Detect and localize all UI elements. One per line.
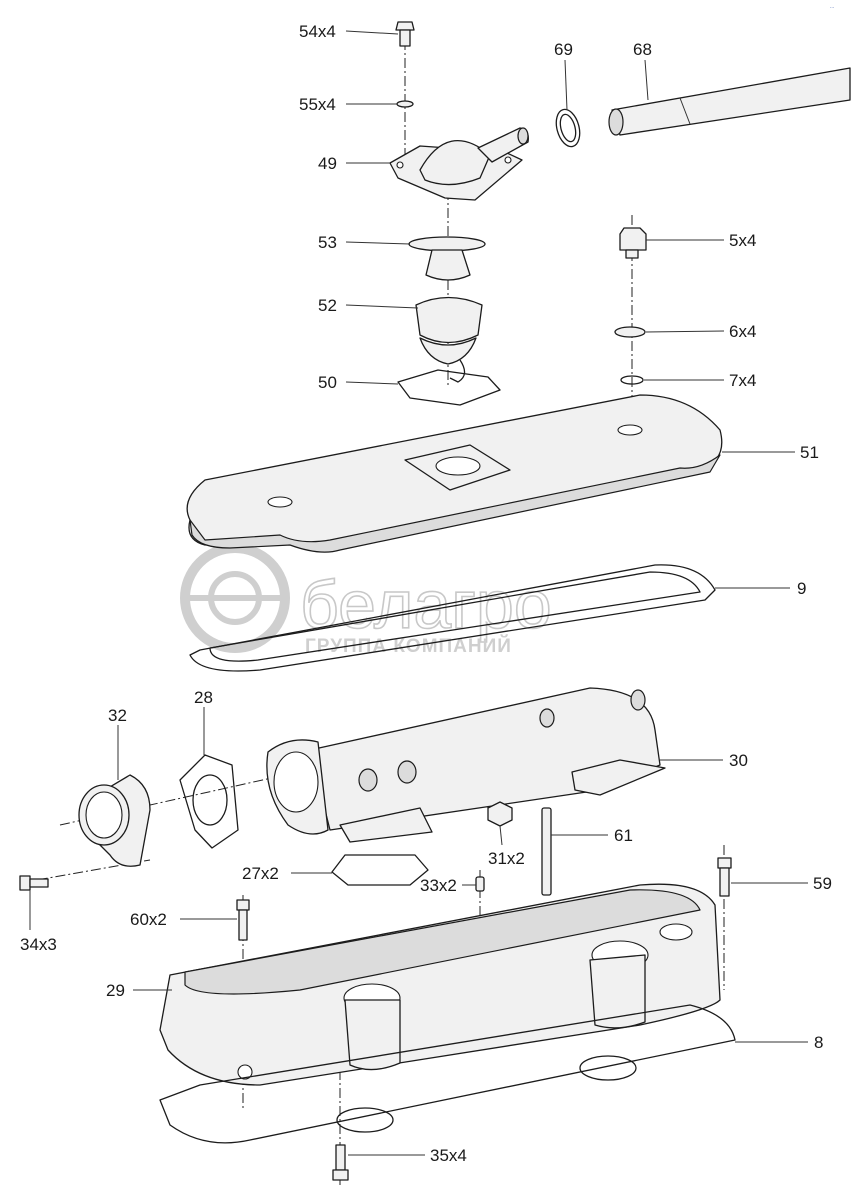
- callout-68: 68: [633, 40, 652, 59]
- thermostat-cover-49-icon: [389, 127, 529, 201]
- nut-31-icon: [487, 801, 513, 827]
- callout-49: 49: [318, 154, 337, 173]
- bolt-54-icon: [395, 21, 415, 47]
- cap-nut-5-icon: [619, 227, 647, 259]
- washer-6-icon: [614, 326, 646, 338]
- callout-28: 28: [194, 688, 213, 707]
- callout-labels: 54x4 55x4 49 53 52 50 69 68 5x4 6x4 7x4 …: [20, 22, 832, 1165]
- thermostat-52-icon: [415, 296, 483, 383]
- gasket-50-icon: [397, 369, 501, 406]
- callout-53: 53: [318, 233, 337, 252]
- callout-60x2: 60x2: [130, 910, 167, 929]
- thermostat-valve-53-icon: [408, 236, 486, 281]
- gasket-27-icon: [331, 854, 429, 886]
- callout-51: 51: [800, 443, 819, 462]
- intake-manifold-29-icon: [159, 883, 721, 1086]
- stud-61-icon: [541, 807, 552, 896]
- exhaust-manifold-30-icon: [266, 687, 666, 843]
- callout-31x2: 31x2: [488, 849, 525, 868]
- callout-29: 29: [106, 981, 125, 1000]
- bolt-60-icon: [236, 899, 250, 941]
- callout-6x4: 6x4: [729, 322, 756, 341]
- callout-59: 59: [813, 874, 832, 893]
- gasket-28-icon: [179, 754, 239, 849]
- clamp-69-icon: [555, 108, 581, 148]
- watermark: белагро ГРУППА КОМПАНИЙ: [180, 543, 552, 657]
- flange-32-icon: [78, 774, 151, 867]
- callout-32: 32: [108, 706, 127, 725]
- watermark-brand: белагро: [300, 567, 552, 643]
- corner-mark: ...: [830, 4, 834, 10]
- callout-54x4: 54x4: [299, 22, 336, 41]
- leader-lines: [29, 30, 808, 1156]
- callout-5x4: 5x4: [729, 231, 756, 250]
- callout-35x4: 35x4: [430, 1146, 467, 1165]
- watermark-tagline: ГРУППА КОМПАНИЙ: [305, 635, 512, 657]
- callout-69: 69: [554, 40, 573, 59]
- seal-7-icon: [620, 375, 644, 385]
- washer-55-icon: [396, 100, 414, 108]
- callout-61: 61: [614, 826, 633, 845]
- callout-33x2: 33x2: [420, 876, 457, 895]
- callout-9: 9: [797, 579, 806, 598]
- bolt-35-icon: [332, 1144, 349, 1181]
- bolt-34-icon: [19, 875, 49, 891]
- valve-cover-51-icon: [186, 394, 723, 553]
- gasket-9-icon: [189, 564, 716, 672]
- callout-30: 30: [729, 751, 748, 770]
- callout-7x4: 7x4: [729, 371, 756, 390]
- callout-27x2: 27x2: [242, 864, 279, 883]
- callout-50: 50: [318, 373, 337, 392]
- gasket-8-icon: [159, 1004, 736, 1144]
- bolt-59-icon: [717, 857, 732, 897]
- callout-34x3: 34x3: [20, 935, 57, 954]
- pipe-68-icon: [608, 67, 851, 136]
- callout-55x4: 55x4: [299, 95, 336, 114]
- callout-8: 8: [814, 1033, 823, 1052]
- callout-52: 52: [318, 296, 337, 315]
- pin-33-icon: [475, 876, 485, 892]
